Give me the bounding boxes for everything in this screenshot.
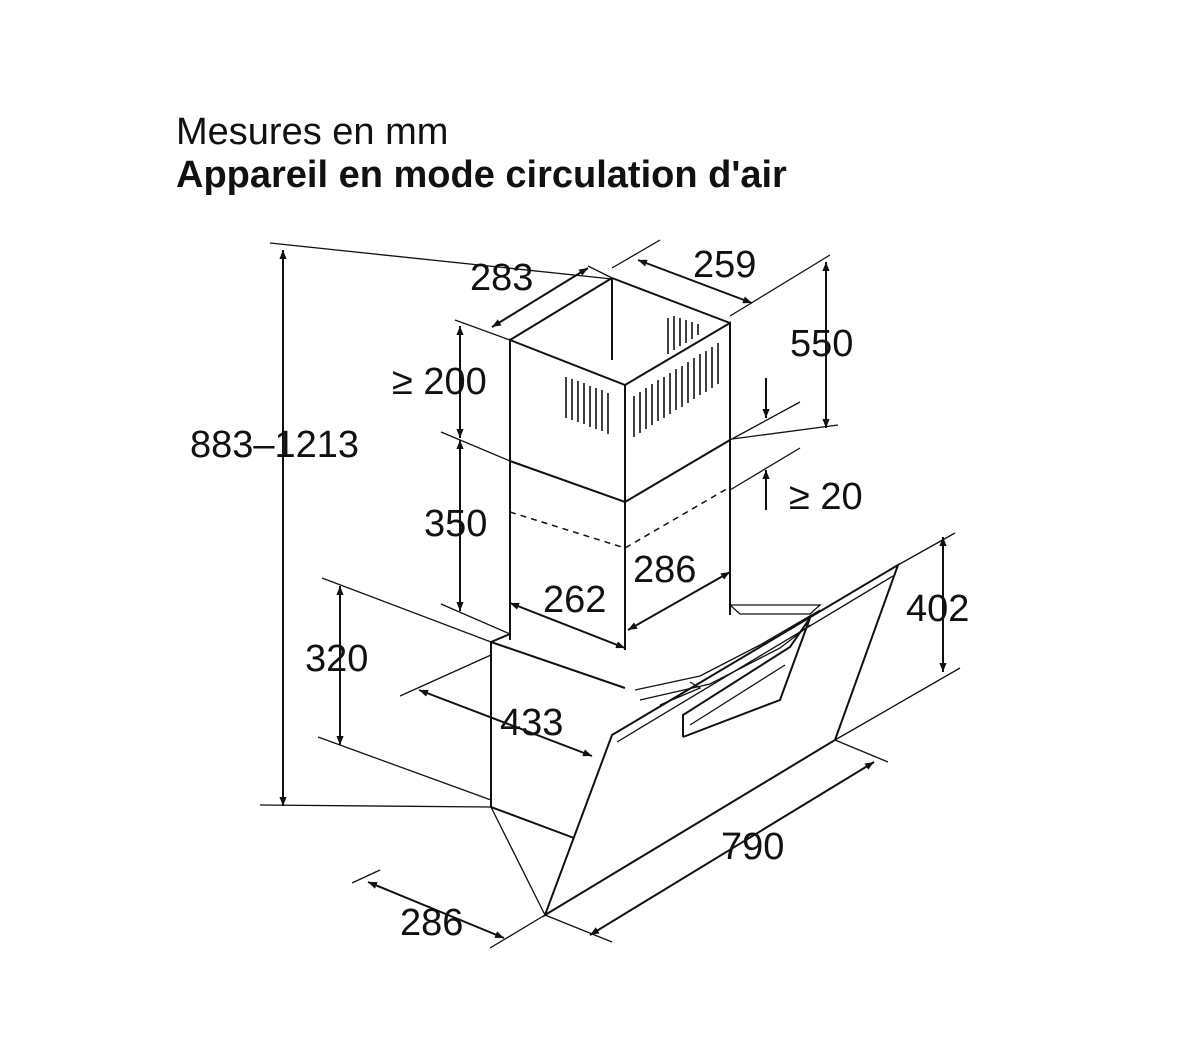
page-title: Appareil en mode circulation d'air — [176, 154, 787, 196]
label-inner-width: 262 — [543, 579, 606, 621]
label-duct-depth: 283 — [470, 257, 533, 299]
label-total-height: 883–1213 — [190, 424, 359, 466]
label-lower-duct-height: 350 — [424, 503, 487, 545]
label-total-depth: 286 — [400, 902, 463, 944]
label-total-width: 790 — [721, 826, 784, 868]
label-min-gap-side: ≥ 20 — [789, 476, 863, 518]
vent-slots — [565, 316, 719, 437]
label-front-height: 402 — [906, 588, 969, 630]
label-duct-width: 259 — [693, 244, 756, 286]
label-min-gap-top: ≥ 200 — [392, 361, 487, 403]
dimension-labels: 883–1213 283 259 550 ≥ 200 ≥ 20 350 262 … — [190, 244, 969, 944]
units-note: Mesures en mm — [176, 111, 449, 153]
label-inner-depth: 286 — [633, 549, 696, 591]
label-body-depth: 433 — [500, 702, 563, 744]
label-body-height: 320 — [305, 638, 368, 680]
label-upper-duct-height: 550 — [790, 323, 853, 365]
dimension-lines — [259, 239, 961, 949]
